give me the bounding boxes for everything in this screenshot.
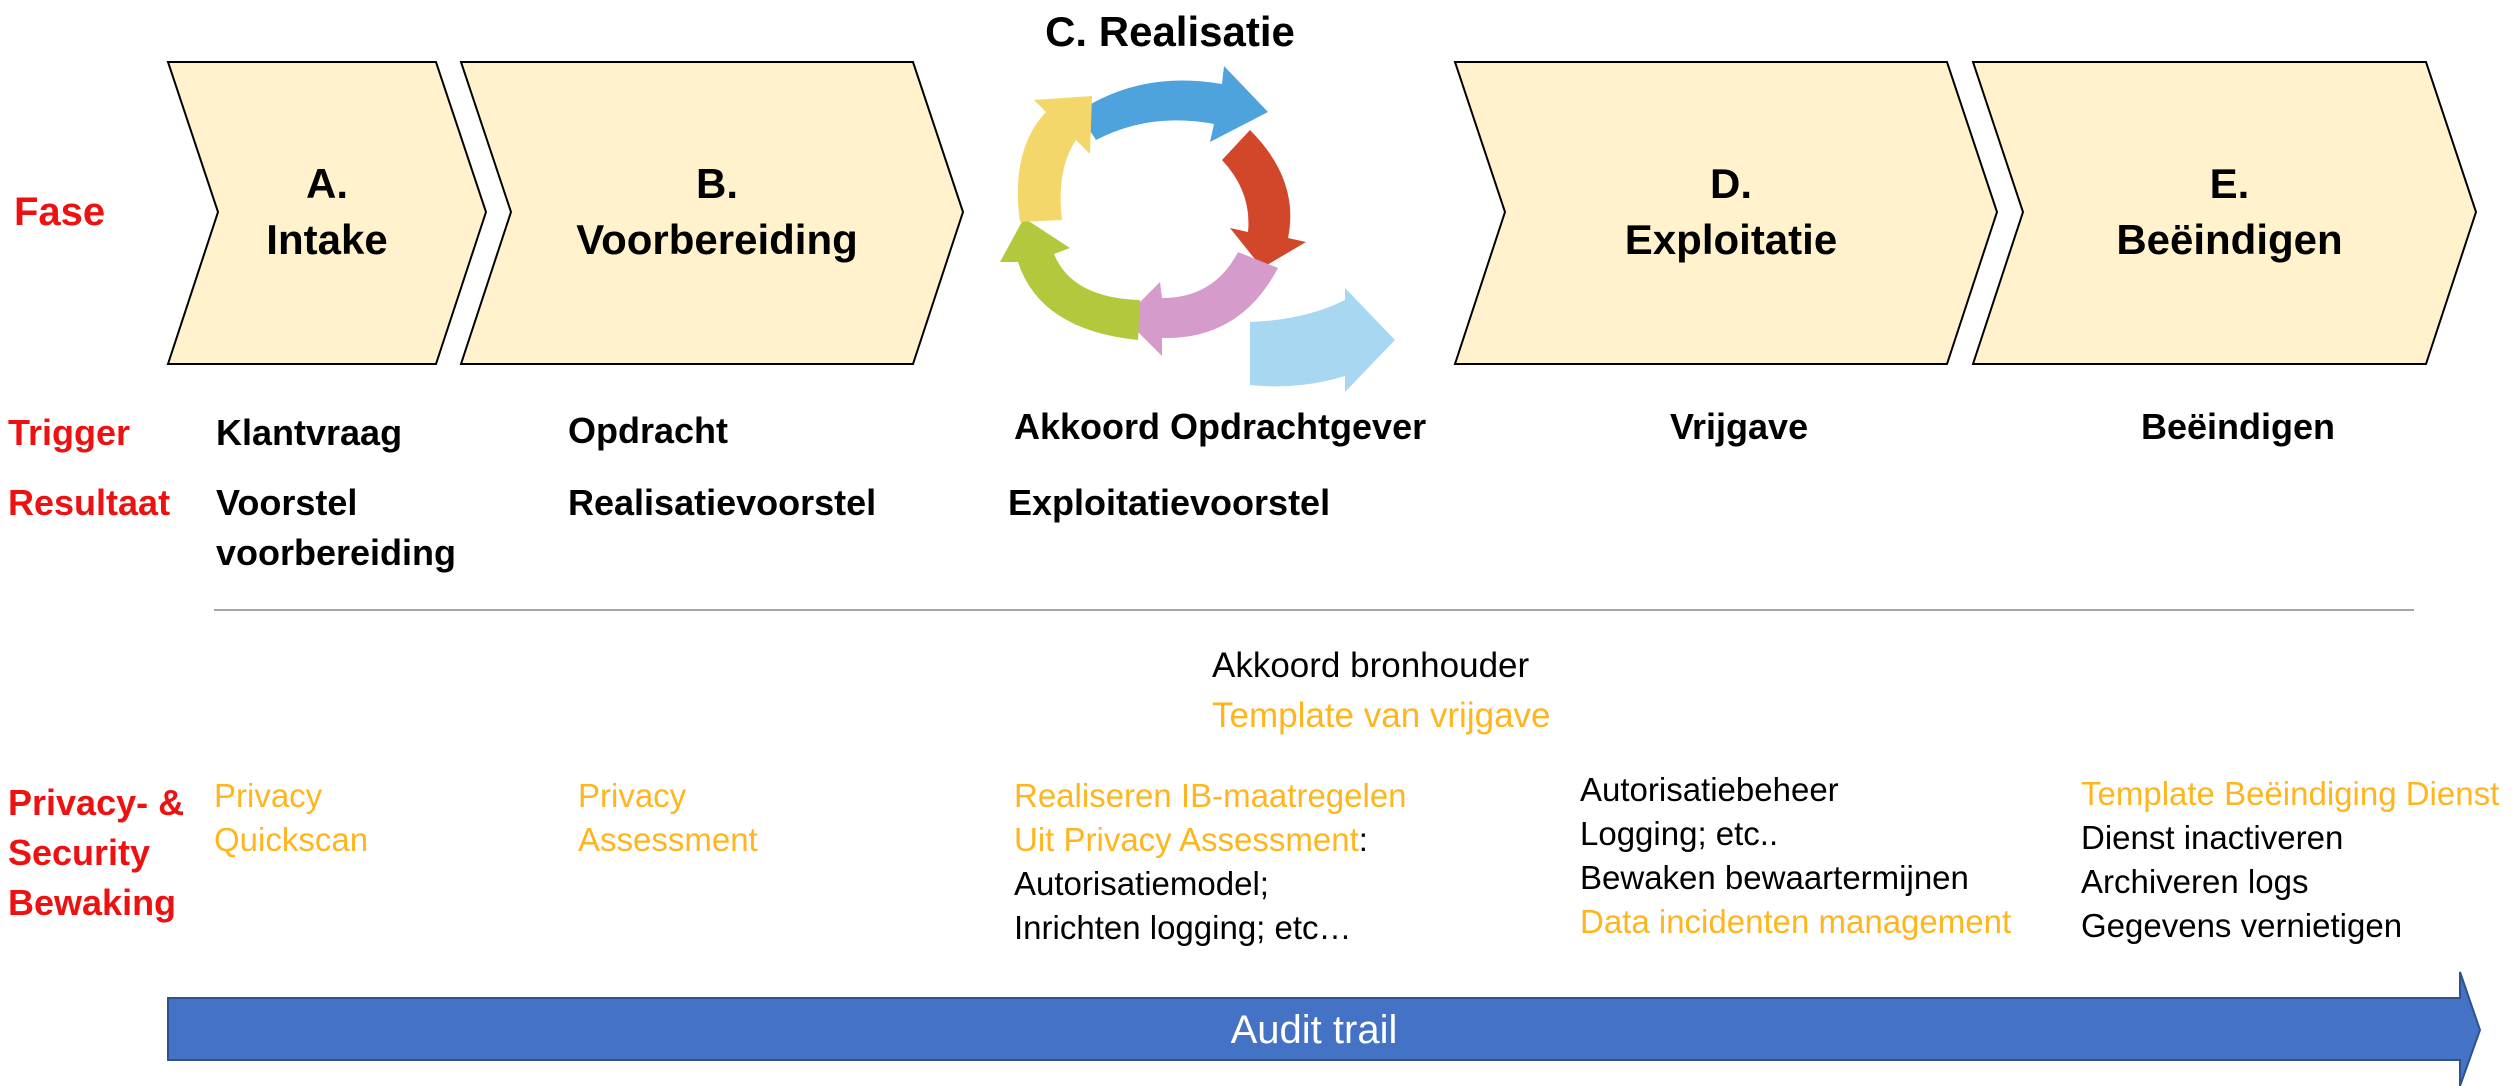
bewaking-c-line1: Realiseren IB-maatregelen [1014,777,1407,814]
bewaking-d-line2: Logging; etc.. [1580,815,1779,852]
bewaking-c-line3: Autorisatiemodel; [1014,865,1269,902]
result-a-line2: voorbereiding [216,532,457,573]
phase-d-label: D. Exploitatie [1505,156,1957,268]
bewaking-e-line1: Template Beëindiging Dienst [2081,775,2500,812]
akkoord-bronhouder: Akkoord bronhouder [1212,646,1530,685]
phase-e-letter: E. [2209,160,2250,207]
chevron-e [1971,61,2478,365]
cycle-icon [1000,66,1395,392]
audit-trail-label: Audit trail [1230,1008,1398,1052]
phase-c-title: C. Realisatie [1045,8,1295,55]
phase-a-label: A. Intake [218,156,436,268]
bewaking-c-line2: Uit Privacy Assessment: [1014,818,1407,862]
result-b: Realisatievoorstel [568,482,877,523]
phase-e-name: Beëindigen [2116,216,2343,263]
label-bewaking-line3: Bewaking [8,882,177,923]
phase-b-label: B. Voorbereiding [511,156,923,268]
trigger-a: Klantvraag [216,412,403,453]
trigger-c: Akkoord Opdrachtgever [1014,406,1427,447]
cycle-arrow-lightblue [1250,288,1395,392]
bewaking-d-line4: Data incidenten management [1580,903,2012,940]
cycle-arrow-yellow [1017,96,1092,222]
phase-b-letter: B. [696,160,738,207]
phase-d-name: Exploitatie [1624,216,1838,263]
bewaking-a-line2: Quickscan [214,821,369,858]
bewaking-c: Realiseren IB-maatregelen Uit Privacy As… [1014,774,1407,950]
chevron-b [459,61,965,365]
cycle-arrow-blue [1078,66,1268,142]
bewaking-e-line3: Archiveren logs [2081,863,2309,900]
label-trigger: Trigger [8,412,131,453]
bewaking-b: Privacy Assessment [578,774,758,862]
bewaking-d-line3: Bewaken bewaartermijnen [1580,859,1969,896]
phase-e-label: E. Beëindigen [2023,156,2436,268]
template-vrijgave: Template van vrijgave [1212,696,1551,735]
phase-d-letter: D. [1710,160,1752,207]
audit-trail-arrow-body [167,971,2482,1086]
bewaking-c-line2-text: Uit Privacy Assessment [1014,821,1359,858]
bewaking-a-line1: Privacy [214,777,323,814]
trigger-d: Vrijgave [1670,406,1809,447]
label-bewaking-line1: Privacy- & [8,782,185,823]
cycle-arrow-red [1222,130,1306,268]
bewaking-e-line4: Gegevens vernietigen [2081,907,2403,944]
bewaking-d: Autorisatiebeheer Logging; etc.. Bewaken… [1580,768,2011,944]
bewaking-e-line2: Dienst inactiveren [2081,819,2344,856]
bewaking-c-line4: Inrichten logging; etc… [1014,909,1352,946]
label-resultaat: Resultaat [8,482,171,523]
phase-a-letter: A. [306,160,348,207]
cycle-arrow-green [1000,218,1140,340]
cycle-arrow-pink [1124,252,1278,356]
bewaking-d-line1: Autorisatiebeheer [1580,771,1839,808]
phase-b-name: Voorbereiding [576,216,858,263]
result-c: Exploitatievoorstel [1008,482,1331,523]
label-bewaking-line2: Security [8,832,151,873]
bewaking-b-line2: Assessment [578,821,758,858]
result-a: Voorstel voorbereiding [216,478,456,578]
label-fase: Fase [14,190,106,234]
bewaking-b-line1: Privacy [578,777,687,814]
phase-a-name: Intake [266,216,388,263]
chevron-d [1453,61,1999,365]
trigger-b: Opdracht [568,410,729,451]
trigger-e: Beëindigen [2141,406,2336,447]
bewaking-e: Template Beëindiging Dienst Dienst inact… [2081,772,2499,948]
result-a-line1: Voorstel [216,482,358,523]
label-bewaking: Privacy- & Security Bewaking [8,778,184,928]
bewaking-a: Privacy Quickscan [214,774,368,862]
chevron-a [166,61,488,365]
bewaking-c-line2-colon: : [1358,821,1368,858]
